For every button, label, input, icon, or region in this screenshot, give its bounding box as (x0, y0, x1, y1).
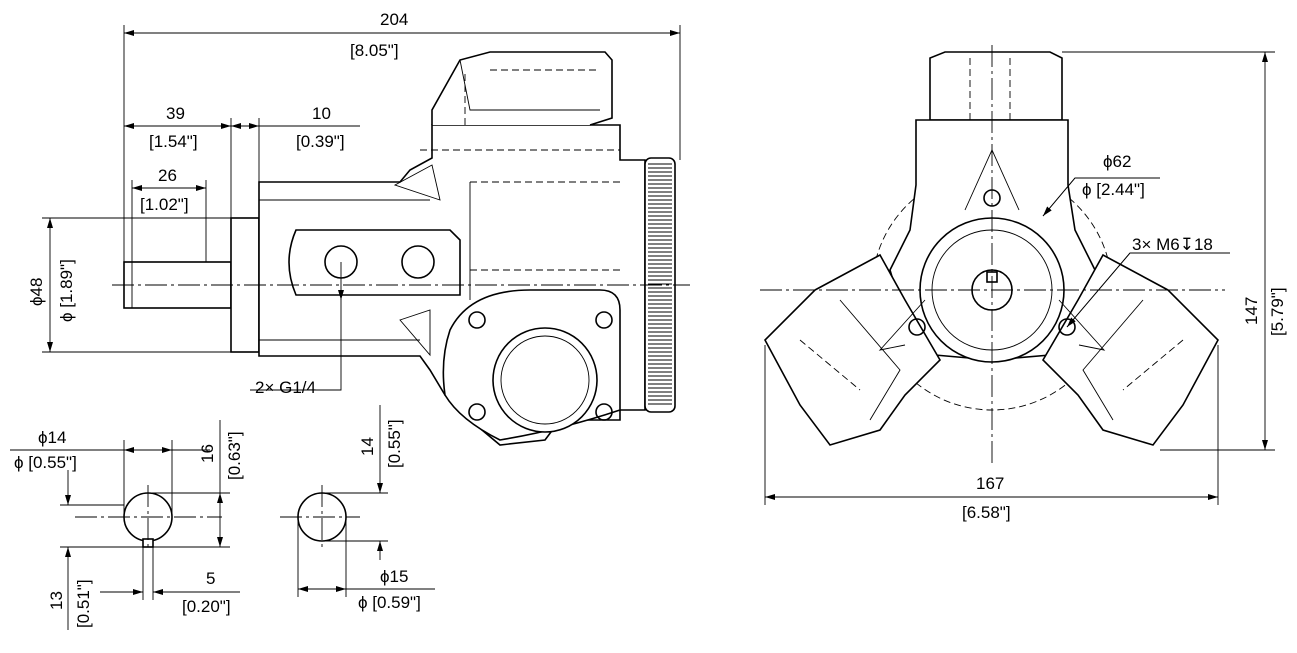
dim-keyed-diameter-value: ϕ14 (38, 428, 66, 447)
dim-shaft-offset: 39 [1.54"] (124, 104, 232, 218)
dim-overall-width-inch: [6.58"] (962, 503, 1011, 522)
dim-overall-width: 167 [6.58"] (764, 345, 1219, 522)
dim-flange-thickness-value: 10 (312, 104, 331, 123)
port-callout: 2× G1/4 (250, 262, 344, 397)
dim-key-width-inch: [0.20"] (182, 597, 231, 616)
dim-pilot-diameter-value: ϕ62 (1103, 152, 1131, 171)
front-view: ϕ62 ϕ [2.44"] 3× M6↧18 167 [6.58"] 147 [… (760, 45, 1287, 522)
dim-flange-thickness: 10 [0.39"] (231, 104, 360, 182)
dim-keyed-diameter: ϕ14 ϕ [0.55"] (10, 428, 210, 517)
dim-shaft-length-value: 26 (158, 166, 177, 185)
dim-overall-height-value: 147 (1242, 297, 1261, 325)
dim-shaft-length: 26 [1.02"] (131, 166, 207, 262)
keyed-shaft-detail: ϕ14 ϕ [0.55"] 16 [0.63"] 5 [0.20"] 13 [0… (10, 420, 244, 630)
dim-pilot-diameter: ϕ62 ϕ [2.44"] (1042, 152, 1160, 217)
dim-shaft-height-value: 13 (47, 591, 66, 610)
dim-overall-height-inch: [5.79"] (1268, 287, 1287, 336)
side-view: 204 [8.05"] 39 [1.54"] 10 [0.39"] 26 [1.… (27, 10, 690, 446)
dim-flange-thickness-inch: [0.39"] (296, 132, 345, 151)
dim-plain-height: 14 [0.55"] (322, 405, 404, 560)
mount-holes-callout: 3× M6↧18 (1066, 235, 1230, 328)
side-view-body-outline (112, 51, 690, 446)
dim-shaft-offset-inch: [1.54"] (149, 132, 198, 151)
front-view-body-outline (760, 45, 1225, 465)
dim-key-height: 16 [0.63"] (148, 420, 244, 548)
dim-plain-height-inch: [0.55"] (385, 419, 404, 468)
dim-shaft-length-inch: [1.02"] (140, 195, 189, 214)
dim-plain-diameter-value: ϕ15 (380, 567, 408, 586)
dim-body-diameter-inch: ϕ [1.89"] (57, 259, 76, 322)
dim-keyed-diameter-inch: ϕ [0.55"] (14, 453, 77, 472)
dim-key-width-value: 5 (206, 569, 215, 588)
dim-overall-height: 147 [5.79"] (1062, 51, 1287, 451)
dim-overall-length-inch: [8.05"] (350, 41, 399, 60)
dim-plain-diameter: ϕ15 ϕ [0.59"] (297, 517, 435, 612)
dim-plain-height-value: 14 (358, 437, 377, 456)
dim-plain-diameter-inch: ϕ [0.59"] (358, 593, 421, 612)
dim-key-height-inch: [0.63"] (225, 431, 244, 480)
dim-shaft-offset-value: 39 (166, 104, 185, 123)
mount-holes-label: 3× M6↧18 (1132, 235, 1213, 254)
dim-shaft-height-inch: [0.51"] (74, 579, 93, 628)
dim-body-diameter-value: ϕ48 (27, 278, 46, 306)
dim-key-width: 5 [0.20"] (100, 547, 240, 616)
dim-overall-length-value: 204 (380, 10, 408, 29)
port-callout-label: 2× G1/4 (255, 378, 316, 397)
dim-body-diameter: ϕ48 ϕ [1.89"] (27, 217, 231, 353)
dim-key-height-value: 16 (198, 444, 217, 463)
plain-shaft-detail: 14 [0.55"] ϕ15 ϕ [0.59"] (280, 405, 435, 612)
dim-overall-length: 204 [8.05"] (123, 10, 681, 262)
dim-overall-width-value: 167 (976, 474, 1004, 493)
knob-knurling (648, 163, 672, 405)
dim-shaft-height: 13 [0.51"] (47, 470, 143, 630)
dim-pilot-diameter-inch: ϕ [2.44"] (1082, 180, 1145, 199)
